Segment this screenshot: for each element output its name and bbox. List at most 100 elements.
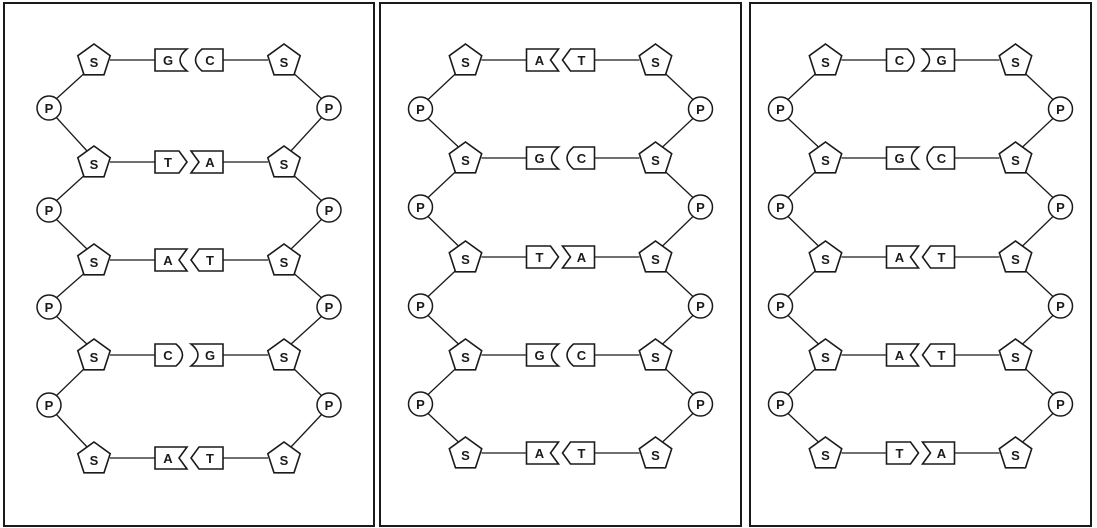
- base-label: T: [536, 250, 544, 265]
- backbone-bond: [426, 313, 460, 346]
- base-left: T: [525, 245, 560, 269]
- base-right: C: [566, 343, 596, 367]
- backbone-bond: [786, 364, 820, 397]
- sugar-label: S: [280, 255, 289, 270]
- backbone-bond: [661, 69, 695, 102]
- base-label: T: [938, 250, 946, 265]
- sugar-pentagon: [638, 436, 673, 469]
- sugar: S: [448, 43, 483, 76]
- base-label: A: [895, 250, 905, 265]
- base-shape: [920, 441, 956, 465]
- backbone-bond: [786, 116, 820, 149]
- phosphate: P: [1047, 194, 1074, 220]
- base-shape: [154, 48, 190, 72]
- base-label: A: [205, 155, 215, 170]
- sugar-label: S: [461, 252, 470, 267]
- base-right: C: [926, 146, 956, 170]
- sugar-pentagon: [998, 141, 1033, 174]
- phosphate: P: [316, 197, 342, 223]
- phosphate-label: P: [1056, 299, 1065, 314]
- phosphate: P: [316, 95, 342, 121]
- phosphate-circle: [316, 294, 342, 320]
- base-left: C: [885, 48, 915, 72]
- base-right: G: [920, 48, 956, 72]
- base-shape: [566, 146, 596, 170]
- base-label: C: [937, 151, 947, 166]
- sugar-pentagon: [266, 43, 302, 76]
- sugar: S: [808, 43, 843, 76]
- phosphate-circle: [36, 95, 62, 121]
- backbone-bond: [1021, 214, 1055, 248]
- sugar-pentagon: [808, 436, 843, 469]
- sugar: S: [448, 240, 483, 273]
- sugar-pentagon: [448, 43, 483, 76]
- phosphate-circle: [36, 294, 62, 320]
- sugar-label: S: [90, 350, 99, 365]
- sugar-label: S: [280, 55, 289, 70]
- backbone-bond: [661, 313, 695, 346]
- phosphate: P: [36, 95, 62, 121]
- sugar-label: S: [461, 448, 470, 463]
- base-label: A: [163, 451, 173, 466]
- base-label: A: [937, 446, 947, 461]
- sugar-label: S: [1011, 350, 1020, 365]
- sugar-label: S: [90, 157, 99, 172]
- base-right: A: [189, 150, 224, 174]
- base-shape: [525, 441, 561, 465]
- base-shape: [188, 343, 224, 367]
- sugar: S: [76, 338, 112, 371]
- base-right: A: [560, 245, 596, 269]
- phosphate-circle: [767, 293, 794, 319]
- panel-frame: [3, 2, 375, 527]
- sugar-pentagon: [266, 441, 302, 474]
- phosphate: P: [687, 96, 714, 122]
- base-shape: [560, 245, 596, 269]
- phosphate-label: P: [776, 299, 785, 314]
- sugar-pentagon: [76, 243, 112, 276]
- sugar-pentagon: [998, 338, 1033, 371]
- sugar-pentagon: [808, 240, 843, 273]
- base-label: T: [164, 155, 172, 170]
- backbone-bond: [426, 411, 460, 444]
- sugar-pentagon: [266, 338, 302, 371]
- base-shape: [190, 248, 224, 272]
- phosphate: P: [767, 96, 794, 122]
- sugar: S: [998, 338, 1033, 371]
- sugar-pentagon: [76, 338, 112, 371]
- sugar: S: [638, 338, 673, 371]
- base-shape: [525, 343, 561, 367]
- phosphate: P: [36, 392, 62, 418]
- base-right: C: [566, 146, 596, 170]
- phosphate: P: [316, 392, 342, 418]
- base-shape: [920, 48, 956, 72]
- sugar-label: S: [280, 453, 289, 468]
- sugar: S: [998, 436, 1033, 469]
- sugar-label: S: [651, 448, 660, 463]
- backbone-bond: [54, 115, 89, 153]
- base-right: T: [561, 48, 596, 72]
- base-label: T: [896, 446, 904, 461]
- base-right: A: [920, 441, 956, 465]
- sugar-label: S: [1011, 55, 1020, 70]
- phosphate: P: [1047, 293, 1074, 319]
- backbone-bond: [289, 171, 324, 203]
- base-label: G: [534, 151, 544, 166]
- backbone-bond: [661, 411, 695, 444]
- sugar-label: S: [1011, 252, 1020, 267]
- base-label: T: [206, 451, 214, 466]
- sugar: S: [448, 436, 483, 469]
- base-shape: [154, 446, 189, 470]
- base-label: C: [895, 53, 905, 68]
- sugar-pentagon: [266, 243, 302, 276]
- sugar-label: S: [280, 157, 289, 172]
- sugar: S: [266, 43, 302, 76]
